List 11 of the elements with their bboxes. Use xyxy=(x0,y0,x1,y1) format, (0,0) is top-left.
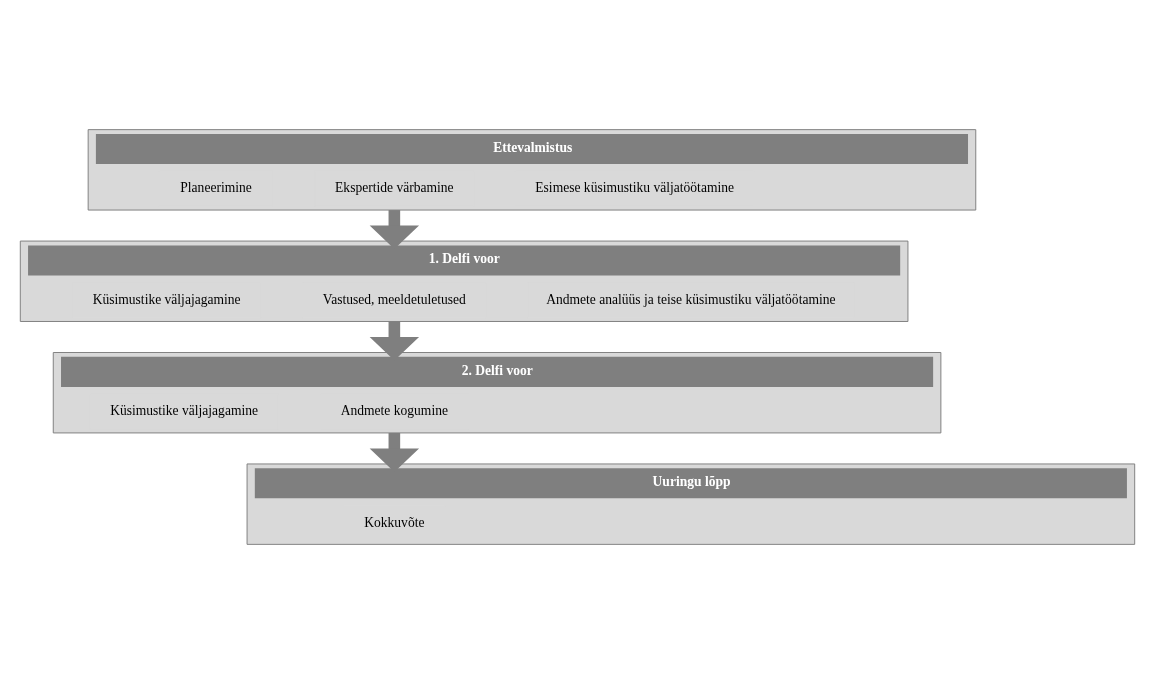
node-text: Andmete kogumine xyxy=(340,402,448,418)
node-text: Küsimustike väljajagamine xyxy=(110,402,258,418)
node-text: Kokkuvõte xyxy=(364,514,425,530)
node-text: Planeerimine xyxy=(180,179,252,195)
node-text: Ekspertide värbamine xyxy=(335,179,454,195)
node-text: Vastused, meeldetuletused xyxy=(322,291,466,307)
arrow xyxy=(369,432,420,472)
node-text: Esimese küsimustiku väljatöötamine xyxy=(535,179,735,195)
node-text: Küsimustike väljajagamine xyxy=(92,291,241,307)
node-text: Andmete analüüs ja teise küsimustiku väljatöötamine xyxy=(546,291,836,307)
arrow xyxy=(369,209,420,249)
